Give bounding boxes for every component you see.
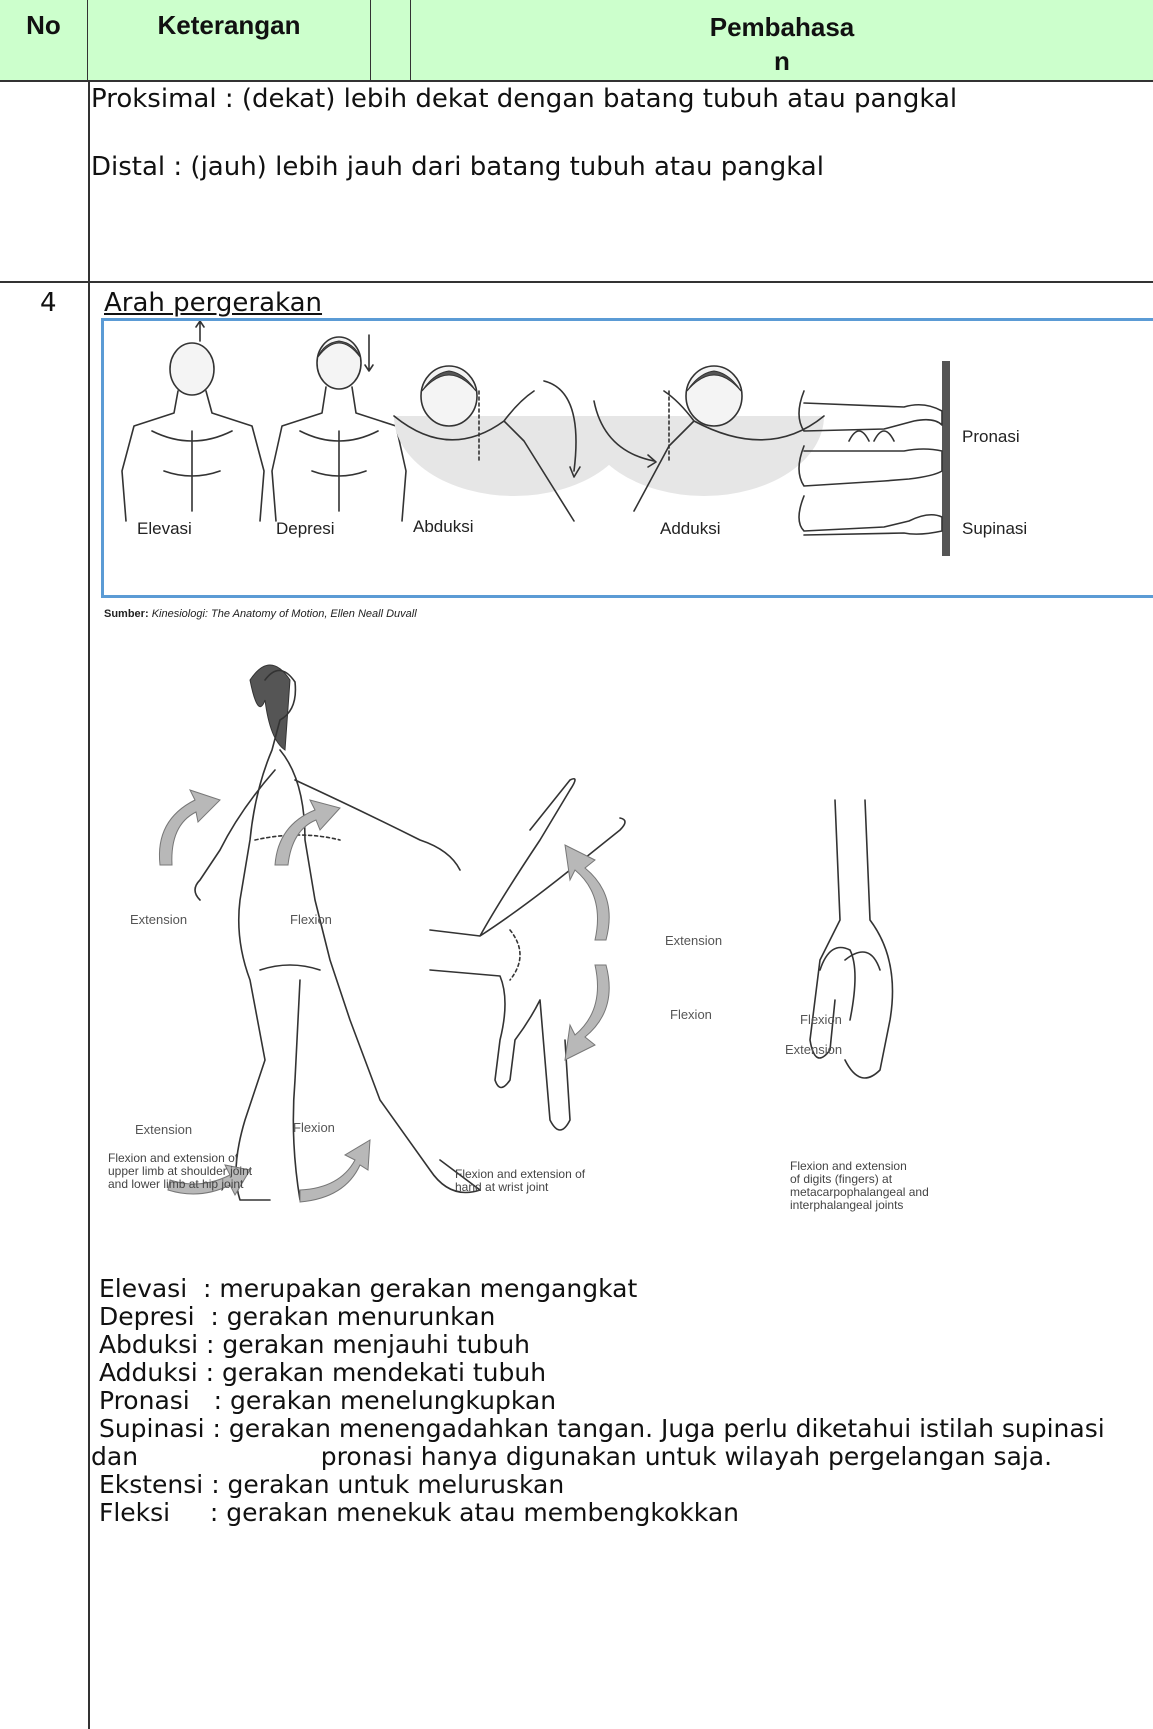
walk-extension-top: Extension: [130, 912, 187, 927]
label-abduksi: Abduksi: [413, 517, 473, 537]
walk-flexion-bottom: Flexion: [293, 1120, 335, 1135]
label-supinasi: Supinasi: [962, 519, 1027, 539]
wrist-caption: Flexion and extension of hand at wrist j…: [455, 1168, 585, 1194]
fingers-extension: Extension: [785, 1042, 842, 1057]
def-fleksi: Fleksi : gerakan menekuk atau membengkok…: [91, 1499, 739, 1527]
row-divider: [0, 281, 1153, 283]
wrist-flexion: Flexion: [670, 1007, 712, 1022]
label-pronasi: Pronasi: [962, 427, 1020, 447]
fingers-figure: [810, 800, 893, 1078]
def-pronasi: Pronasi : gerakan menelungkupkan: [91, 1387, 556, 1415]
label-elevasi: Elevasi: [137, 519, 192, 539]
fingers-caption: Flexion and extension of digits (fingers…: [790, 1160, 929, 1212]
row-number: 4: [40, 286, 57, 320]
flexion-extension-figure: Extension Flexion Extension Flexion Flex…: [100, 640, 1100, 1240]
header-no: No: [0, 0, 88, 80]
label-adduksi: Adduksi: [660, 519, 720, 539]
header-empty: [371, 0, 411, 80]
pronasi-supinasi-figure: [799, 361, 950, 556]
header-pembahasan: Pembahasa n: [411, 0, 1153, 80]
def-ekstensi: Ekstensi : gerakan untuk meluruskan: [91, 1471, 564, 1499]
fingers-flexion: Flexion: [800, 1012, 842, 1027]
def-abduksi: Abduksi : gerakan menjauhi tubuh: [91, 1331, 530, 1359]
def-supinasi-cont: dan pronasi hanya digunakan untuk wilaya…: [91, 1443, 1052, 1471]
column-divider: [88, 80, 90, 1729]
def-adduksi: Adduksi : gerakan mendekati tubuh: [91, 1359, 546, 1387]
proksimal-text: Proksimal : (dekat) lebih dekat dengan b…: [91, 82, 957, 116]
walk-flexion-top: Flexion: [290, 912, 332, 927]
flexion-extension-illustration: [100, 640, 1100, 1240]
def-elevasi: Elevasi : merupakan gerakan mengangkat: [91, 1275, 637, 1303]
depresi-figure: [272, 335, 406, 521]
def-supinasi: Supinasi : gerakan menengadahkan tangan.…: [91, 1415, 1105, 1443]
distal-text: Distal : (jauh) lebih jauh dari batang t…: [91, 150, 824, 184]
wrist-figure: [430, 779, 625, 1130]
wrist-extension: Extension: [665, 933, 722, 948]
header-keterangan: Keterangan: [88, 0, 371, 80]
walk-caption: Flexion and extension of upper limb at s…: [108, 1152, 252, 1191]
table-header: No Keterangan Pembahasa n: [0, 0, 1153, 82]
walk-extension-bottom: Extension: [135, 1122, 192, 1137]
adduksi-figure: [584, 366, 824, 511]
figure-source: Sumber: Kinesiologi: The Anatomy of Moti…: [104, 608, 417, 621]
movement-illustration: [104, 321, 1153, 595]
def-depresi: Depresi : gerakan menurunkan: [91, 1303, 495, 1331]
section-title: Arah pergerakan: [104, 286, 322, 320]
elevasi-figure: [122, 321, 264, 521]
movement-figure: Elevasi Depresi Abduksi Adduksi Pronasi …: [101, 318, 1153, 598]
label-depresi: Depresi: [276, 519, 335, 539]
